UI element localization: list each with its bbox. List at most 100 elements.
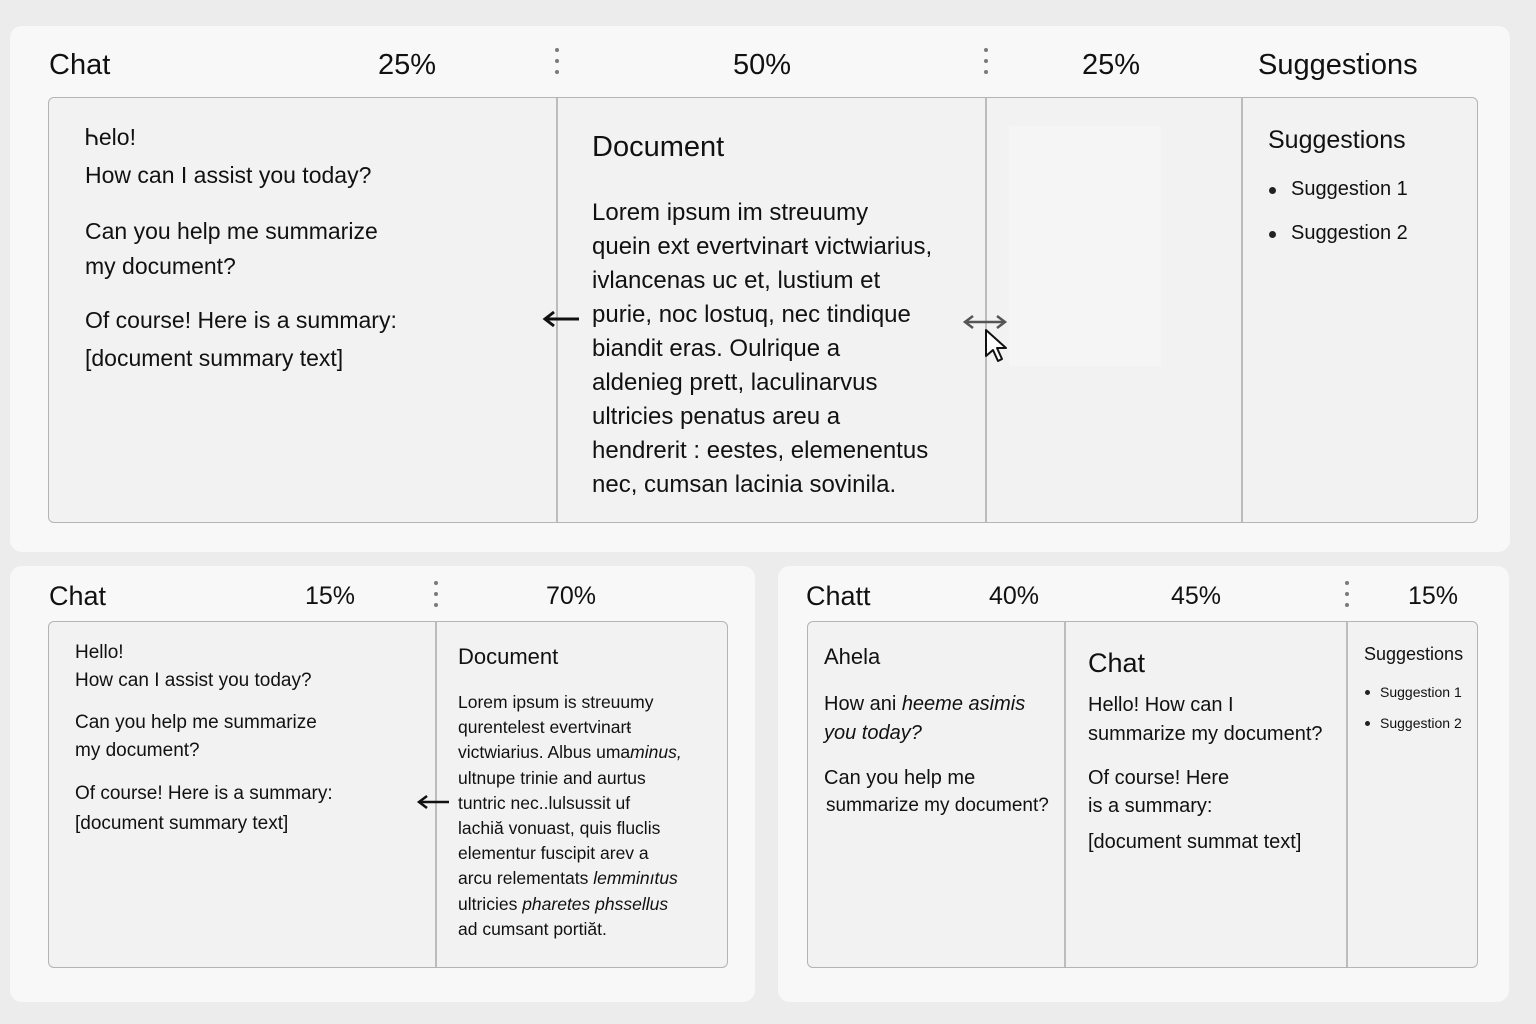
chat-message-reply: is a summary: (1088, 795, 1213, 817)
document-line: purie, noc lostuq, nec tindique (592, 301, 911, 328)
document-line: elementur fuscipit arev a (458, 843, 649, 864)
left-pane-width-percent: 40% (989, 582, 1040, 610)
pane-divider[interactable] (556, 98, 558, 522)
document-title: Document (458, 644, 559, 669)
chat-pane: Ꮒelo! How can I assist you today? Can yo… (49, 98, 557, 522)
chat-message-text: How ani (824, 693, 902, 715)
document-line: ad cumsant portiăt. (458, 918, 607, 939)
empty-pane-area (1009, 126, 1161, 366)
document-line-italic: lemminıtus (593, 868, 678, 889)
suggestions-pane-header: Suggestions (1258, 49, 1418, 81)
document-line: tuntric nec..lulsussit uf (458, 792, 631, 813)
suggestion-item[interactable]: Suggestion 1 (1365, 684, 1462, 700)
suggestions-title: Suggestions (1364, 644, 1464, 664)
document-line: biandit eras. Oulrique a (592, 335, 841, 362)
chat-message-user: my document? (85, 253, 236, 279)
layout-preview-three-pane: Chat 25% 50% 25% Suggestions Ꮒelo! How c… (10, 26, 1510, 552)
chat-pane-width-percent: 25% (378, 49, 437, 81)
pane-divider[interactable] (985, 98, 987, 522)
layout-preview-three-pane-alt: Chatt 40% 45% 15% Ahela How ani heeme as… (778, 566, 1509, 1002)
chat-message-assist: How can I assist you today? (85, 162, 372, 188)
chat-message-user: my document? (75, 740, 200, 761)
document-line-text: arcu relementats (458, 868, 594, 889)
document-body: Lorem ipsum im streuumy quein ext evertv… (592, 196, 932, 502)
document-body: Lorem ipsum is streuumy qurentelest ever… (458, 690, 682, 942)
pane-title: Ahela (824, 644, 881, 669)
document-line-text: ultricies (458, 893, 523, 914)
layout-preview-two-pane: Chat 15% 70% Hello! How can I assist you… (10, 566, 755, 1002)
chat-pane-header: Chat (49, 581, 107, 611)
pane-frame: Hello! How can I assist you today? Can y… (48, 621, 728, 968)
chat-message-italic: heeme asimis (901, 693, 1026, 715)
document-line: aldenieg prett, laculinarvus (592, 369, 878, 396)
document-line: hendrerit : eestes, elemenentus (592, 437, 929, 464)
pane-divider[interactable] (435, 622, 437, 967)
document-title: Document (592, 131, 725, 163)
document-line: lachiă vonuast, quis fluclis (458, 818, 661, 839)
document-pane: Document Lorem ipsum im streuumy quein e… (559, 98, 985, 522)
pane-divider[interactable] (1346, 622, 1348, 967)
chat-pane: Chat Hello! How can I summarize my docum… (1067, 622, 1347, 967)
chat-message-reply: [document summat text] (1088, 831, 1302, 853)
chat-message-user: summarize my document? (826, 795, 1049, 816)
chat-pane-width-percent: 15% (305, 582, 356, 610)
drag-handle-icon[interactable] (555, 48, 559, 81)
resize-horizontal-icon[interactable] (961, 312, 1009, 332)
chat-pane-title: Chat (1088, 648, 1146, 678)
document-line: ultnupe trinie and aurtus (458, 767, 646, 788)
suggestions-pane: Suggestions Suggestion 1 Suggestion 2 (1349, 622, 1479, 967)
suggestions-pane-width-percent: 15% (1408, 582, 1459, 610)
chat-message-user: Can you help me summarize (85, 218, 378, 244)
chat-message-reply: Of course! Here is a summary: (85, 307, 397, 333)
pane-frame: Ahela How ani heeme asimis you today? Ca… (807, 621, 1478, 968)
drag-handle-icon[interactable] (434, 581, 438, 614)
suggestion-item[interactable]: Suggestion 2 (1365, 715, 1462, 731)
chat-message-assist: How can I assist you today? (75, 670, 312, 691)
chat-message-reply: [document summary text] (75, 813, 289, 834)
suggestions-title: Suggestions (1268, 126, 1406, 154)
arrow-left-icon (416, 795, 449, 809)
chat-message-greeting: Hello! (75, 642, 124, 663)
chat-message: you today? (824, 722, 922, 744)
document-line: arcu relementats lemminıtus (458, 866, 682, 891)
chat-pane-header: Chatt (806, 581, 871, 611)
document-pane-width-percent: 50% (733, 49, 792, 81)
document-line: ultricies pharetes phssellus (458, 892, 682, 917)
chat-message-reply: [document summary text] (85, 345, 344, 371)
chat-message-greeting: Hello! How can I (1088, 694, 1234, 716)
suggestions-pane-width-percent: 25% (1082, 49, 1141, 81)
left-pane: Ahela How ani heeme asimis you today? Ca… (808, 622, 1064, 967)
document-line: qurentelest evertvinarŧ (458, 717, 632, 738)
document-line: quein ext evertvinarŧ victwiarius, (592, 233, 933, 260)
chat-pane-header: Chat (49, 49, 111, 81)
document-pane: Document Lorem ipsum is streuumy qurente… (438, 622, 728, 967)
document-line-text: victwiarius. Albus uma (458, 742, 631, 763)
suggestions-pane: Suggestions Suggestion 1 Suggestion 2 (1243, 98, 1477, 522)
chat-message-user: summarize my document? (1088, 723, 1323, 745)
chat-message-reply: Of course! Here (1088, 767, 1230, 789)
drag-handle-icon[interactable] (984, 48, 988, 81)
chat-message-reply: Of course! Here is a summary: (75, 783, 333, 804)
chat-pane-width-percent: 45% (1171, 582, 1222, 610)
suggestion-item[interactable]: Suggestion 1 (1269, 178, 1408, 200)
suggestion-item[interactable]: Suggestion 2 (1269, 222, 1408, 244)
pane-divider[interactable] (1241, 98, 1243, 522)
drag-handle-icon[interactable] (1345, 581, 1349, 614)
chat-message-user: Can you help me summarize (75, 712, 317, 733)
mouse-cursor-icon (985, 329, 1007, 362)
document-line: Lorem ipsum im streuumy (592, 199, 869, 226)
document-pane-width-percent: 70% (546, 582, 597, 610)
document-line: nec, cumsan lacinia sovinila. (592, 471, 897, 498)
pane-divider[interactable] (1064, 622, 1066, 967)
document-line: victwiarius. Albus umaminus, (458, 740, 682, 765)
chat-message-user: Can you help me (824, 767, 976, 789)
chat-message-greeting: Ꮒelo! (85, 124, 136, 150)
document-line-italic: minus, (630, 742, 682, 763)
arrow-left-icon (542, 310, 579, 328)
document-line: ultricies penatus areu a (592, 403, 841, 430)
document-line: ivlancenas uc et, lustium et (592, 267, 881, 294)
document-line: Lorem ipsum is streuumy (458, 692, 654, 712)
chat-message: How ani heeme asimis (824, 693, 1025, 716)
document-line-italic: pharetes phssellus (522, 893, 669, 914)
chat-pane: Hello! How can I assist you today? Can y… (49, 622, 436, 967)
